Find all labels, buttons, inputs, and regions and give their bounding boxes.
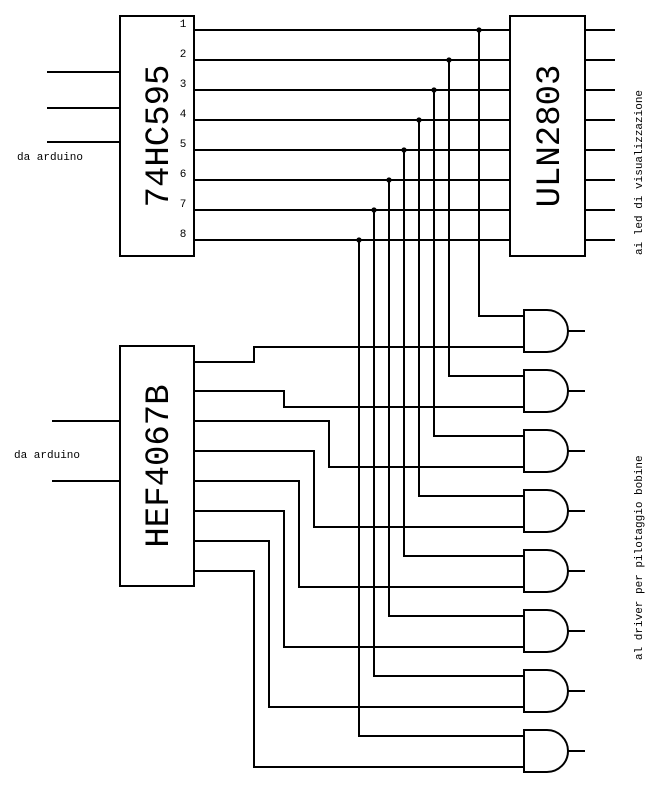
and-gate (523, 429, 569, 473)
pin-number: 5 (180, 139, 187, 151)
mux-output-wire (194, 420, 524, 468)
multiplexer-input-label: da arduino (14, 450, 80, 462)
mux-output-wire (194, 510, 524, 648)
and-gate (523, 369, 569, 413)
tap-wire (433, 90, 524, 437)
tap-wire (358, 240, 524, 737)
and-gate (523, 729, 569, 773)
chip-74hc595 (119, 15, 195, 257)
chip-74hc595-label: 74HC595 (141, 65, 179, 208)
and-gate (523, 609, 569, 653)
pin-number: 7 (180, 199, 187, 211)
and-gate (523, 549, 569, 593)
mux-output-wire (194, 570, 524, 768)
wires (47, 27, 615, 773)
mux-output-wire (194, 450, 524, 528)
mux-output-wire (194, 540, 524, 708)
pin-number: 4 (180, 109, 187, 121)
and-gate (523, 669, 569, 713)
chip-uln2803-label: ULN2803 (532, 65, 570, 208)
mux-output-wire (194, 480, 524, 588)
tap-wire (388, 180, 524, 617)
pin-number: 3 (180, 79, 187, 91)
tap-wire (373, 210, 524, 677)
chip-uln2803 (509, 15, 586, 257)
tap-wire (478, 30, 524, 317)
and-gate (523, 309, 569, 353)
tap-wire (403, 150, 524, 557)
tap-wire (418, 120, 524, 497)
coil-driver-output-label: al driver per pilotaggio bobine (634, 455, 646, 660)
pin-number: 1 (180, 19, 187, 31)
pin-number: 2 (180, 49, 187, 61)
tap-wire (448, 60, 524, 377)
and-gate (523, 489, 569, 533)
chip-hef4067b-label: HEF4067B (141, 384, 179, 547)
shift-register-input-label: da arduino (17, 152, 83, 164)
pin-labels: 1 2 3 4 5 6 7 8 (180, 19, 187, 241)
pin-number: 6 (180, 169, 187, 181)
led-output-label: ai led di visualizzazione (634, 90, 646, 255)
pin-number: 8 (180, 229, 187, 241)
chip-hef4067b (119, 345, 195, 587)
